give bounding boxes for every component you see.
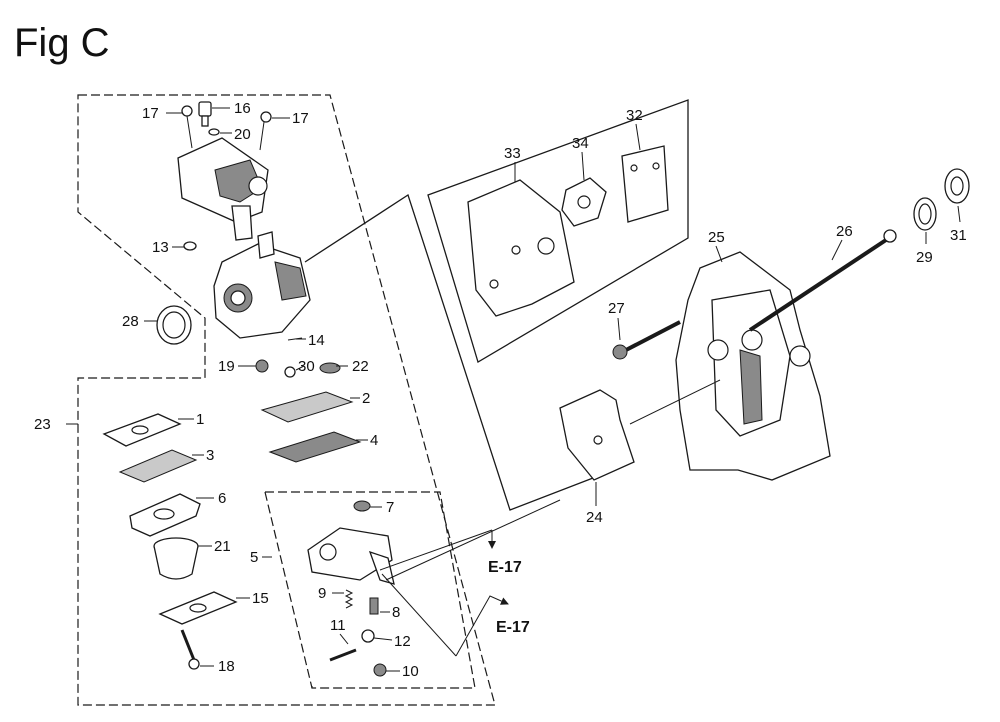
gasket-plate-group-frame (427, 99, 689, 363)
screw-18-lower (180, 629, 200, 670)
callout-1: 1 (196, 411, 204, 428)
screw-17-right (259, 111, 272, 151)
callout-3: 3 (206, 447, 214, 464)
gasket-33 (467, 179, 575, 317)
bolt-27 (612, 320, 681, 360)
callout-15: 15 (252, 590, 269, 607)
filter-cup-21 (153, 537, 199, 580)
callout-31: 31 (950, 227, 967, 244)
callout-6: 6 (218, 490, 226, 507)
callout-13: 13 (152, 239, 169, 256)
insulator-34 (561, 177, 607, 227)
figure-title: Fig C (14, 21, 110, 65)
guide-line-ref-a (379, 529, 493, 571)
guide-line-gasket-bracket (629, 379, 721, 425)
cover-15 (158, 591, 238, 625)
nut-31 (944, 168, 970, 204)
callout-21: 21 (214, 538, 231, 555)
callout-19: 19 (218, 358, 235, 375)
carburetor-assembly-frame (77, 94, 496, 706)
washer-29 (913, 197, 937, 231)
callout-32: 32 (626, 107, 643, 124)
gasket-1 (102, 413, 182, 447)
washer-20 (208, 128, 220, 136)
gasket-3 (118, 449, 198, 483)
callout-14: 14 (308, 332, 325, 349)
callout-2: 2 (362, 390, 370, 407)
bracket-25 (675, 251, 831, 481)
float-chamber-group-frame (265, 491, 476, 689)
guide-line-body-gasket (385, 499, 561, 581)
diaphragm-2 (260, 391, 354, 423)
callout-27: 27 (608, 300, 625, 317)
plug-7 (353, 500, 371, 512)
callout-7: 7 (386, 499, 394, 516)
cross-reference-label-a: E-17 (488, 559, 522, 576)
callout-18-lower: 18 (218, 658, 235, 675)
callout-24: 24 (586, 509, 603, 526)
washer-13 (183, 241, 197, 251)
callout-22: 22 (352, 358, 369, 375)
callout-16: 16 (234, 100, 251, 117)
callout-26: 26 (836, 223, 853, 240)
cap-22 (319, 362, 341, 374)
callout-25: 25 (708, 229, 725, 246)
gasket-24 (559, 389, 635, 481)
callout-17-left: 17 (142, 105, 159, 122)
callout-20: 20 (234, 126, 251, 143)
jet-16 (198, 101, 212, 127)
carburetor-body-part (213, 231, 311, 339)
callout-17-right: 17 (292, 110, 309, 127)
callout-23: 23 (34, 416, 51, 433)
float-chamber-part (307, 527, 395, 585)
pump-cover-6 (129, 493, 201, 537)
float-chamber-frame-left (264, 491, 313, 689)
guide-line-ref-b (381, 573, 457, 657)
callout-12: 12 (394, 633, 411, 650)
callout-4: 4 (370, 432, 378, 449)
screw-10 (373, 663, 387, 677)
plate-32 (621, 145, 669, 223)
callout-34: 34 (572, 135, 589, 152)
screw-19 (255, 359, 269, 373)
needle-8 (369, 597, 379, 615)
screw-12 (361, 629, 375, 643)
pin-11 (329, 648, 357, 662)
diaphragm-4 (268, 431, 362, 463)
cross-reference-label-b: E-17 (496, 619, 530, 636)
callout-9: 9 (318, 585, 326, 602)
throttle-body-part (177, 137, 269, 241)
bolt-26 (748, 229, 897, 332)
pin-14 (287, 337, 303, 341)
callout-10: 10 (402, 663, 419, 680)
screw-30 (284, 366, 296, 378)
callout-28: 28 (122, 313, 139, 330)
arrow-ref-b (455, 595, 509, 657)
leader-lines (66, 107, 961, 672)
callout-30: 30 (298, 358, 315, 375)
spring-9 (344, 589, 354, 609)
callout-5: 5 (250, 549, 258, 566)
body-to-bracket-frame (304, 193, 607, 511)
callout-8: 8 (392, 604, 400, 621)
screw-17-left (181, 105, 193, 149)
gasket-28 (156, 305, 192, 345)
callout-33: 33 (504, 145, 521, 162)
callout-11: 11 (330, 617, 346, 634)
callout-29: 29 (916, 249, 933, 266)
